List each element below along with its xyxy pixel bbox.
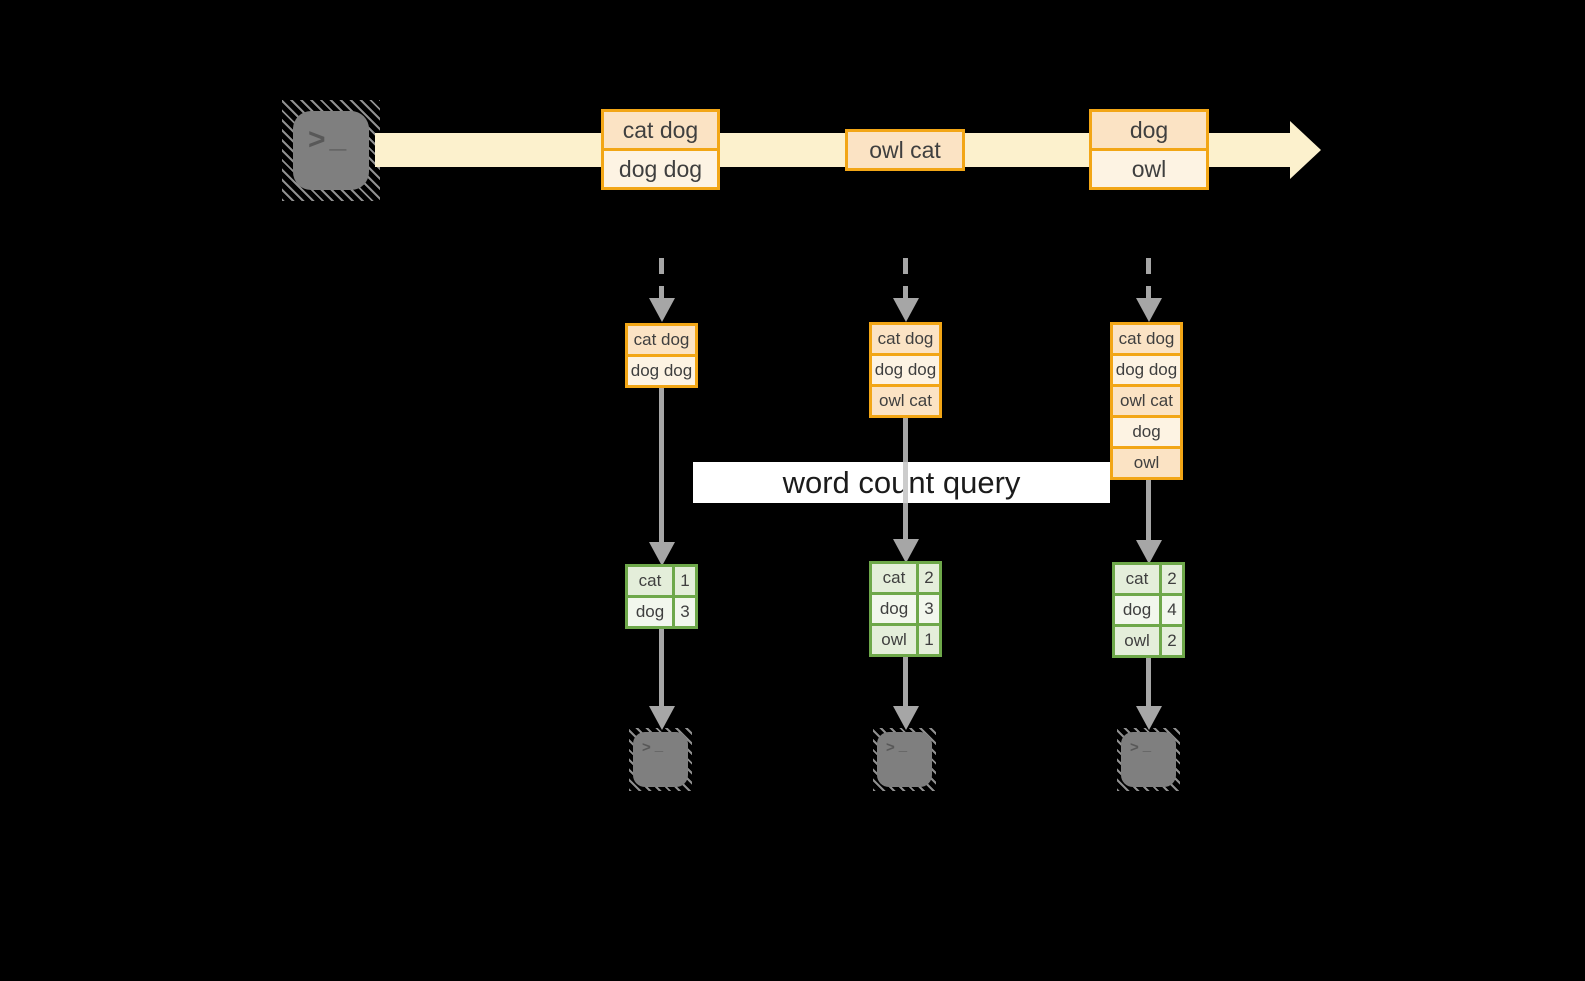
- stream-event-box-3: dog owl: [1089, 109, 1209, 190]
- count-cell: 2: [1162, 565, 1182, 593]
- word-count-table-1: cat 1 dog 3: [625, 564, 698, 629]
- prompt-chevron: >: [642, 739, 651, 756]
- prompt-chevron: >: [886, 739, 895, 756]
- batch-row: cat dog: [1113, 325, 1180, 353]
- batch-row: owl cat: [872, 387, 939, 415]
- prompt-cursor: _: [654, 737, 664, 754]
- word-cell: owl: [1115, 627, 1159, 655]
- sink-terminal-icon-3: >_: [1117, 728, 1180, 791]
- count-cell: 1: [919, 626, 939, 654]
- micro-batch-stack-1: cat dog dog dog: [625, 323, 698, 388]
- word-cell: dog: [628, 598, 672, 626]
- stream-event-line: cat dog: [604, 112, 717, 148]
- flow-arrow-head: [1136, 706, 1162, 730]
- flow-arrow-head: [649, 706, 675, 730]
- table-row: owl 1: [872, 626, 939, 654]
- terminal-prompt-icon: >_: [642, 737, 664, 756]
- stream-event-line: dog: [1092, 112, 1206, 148]
- terminal-screen: >_: [877, 732, 932, 787]
- stream-event-line: dog dog: [604, 151, 717, 187]
- batch-row: dog: [1113, 418, 1180, 446]
- prompt-chevron: >: [308, 123, 326, 156]
- source-terminal-icon: >_: [282, 100, 380, 201]
- table-row: dog 4: [1115, 596, 1182, 624]
- terminal-prompt-icon: >_: [1130, 737, 1152, 756]
- flow-arrow-line: [903, 657, 908, 706]
- dashed-arrow-line: [903, 258, 908, 298]
- batch-row: owl cat: [1113, 387, 1180, 415]
- terminal-prompt-icon: >_: [308, 121, 347, 157]
- word-cell: cat: [628, 567, 672, 595]
- flow-arrow-line: [1146, 480, 1151, 540]
- flow-arrow-head: [1136, 540, 1162, 564]
- dashed-arrow-line: [1146, 258, 1151, 298]
- word-cell: dog: [872, 595, 916, 623]
- prompt-cursor: _: [898, 737, 908, 754]
- micro-batch-stack-2: cat dog dog dog owl cat: [869, 322, 942, 418]
- terminal-screen: >_: [1121, 732, 1176, 787]
- stream-event-box-2: owl cat: [845, 129, 965, 171]
- word-count-table-2: cat 2 dog 3 owl 1: [869, 561, 942, 657]
- batch-row: owl: [1113, 449, 1180, 477]
- flow-arrow-head: [893, 539, 919, 563]
- table-row: cat 1: [628, 567, 695, 595]
- stream-event-line: owl: [1092, 151, 1206, 187]
- count-cell: 3: [919, 595, 939, 623]
- query-label: word count query: [782, 465, 1021, 500]
- terminal-screen: >_: [633, 732, 688, 787]
- count-cell: 4: [1162, 596, 1182, 624]
- dashed-arrow-head: [649, 298, 675, 322]
- terminal-prompt-icon: >_: [886, 737, 908, 756]
- flow-arrow-head: [649, 542, 675, 566]
- stream-event-box-1: cat dog dog dog: [601, 109, 720, 190]
- word-cell: cat: [872, 564, 916, 592]
- sink-terminal-icon-2: >_: [873, 728, 936, 791]
- dashed-arrow-head: [1136, 298, 1162, 322]
- count-cell: 2: [919, 564, 939, 592]
- table-row: dog 3: [628, 598, 695, 626]
- dashed-arrow-head: [893, 298, 919, 322]
- flow-arrow-line: [659, 629, 664, 706]
- flow-arrow-line: [1146, 658, 1151, 706]
- flow-arrow-line: [659, 388, 664, 542]
- prompt-chevron: >: [1130, 739, 1139, 756]
- batch-row: cat dog: [628, 326, 695, 354]
- word-count-table-3: cat 2 dog 4 owl 2: [1112, 562, 1185, 658]
- batch-row: dog dog: [872, 356, 939, 384]
- table-row: cat 2: [872, 564, 939, 592]
- flow-arrow-line-over-banner: [903, 462, 908, 503]
- flow-arrow-head: [893, 706, 919, 730]
- table-row: dog 3: [872, 595, 939, 623]
- sink-terminal-icon-1: >_: [629, 728, 692, 791]
- word-cell: cat: [1115, 565, 1159, 593]
- terminal-screen: >_: [293, 111, 369, 190]
- prompt-cursor: _: [329, 121, 347, 154]
- query-label-banner: word count query: [693, 462, 1110, 503]
- prompt-cursor: _: [1142, 737, 1152, 754]
- table-row: cat 2: [1115, 565, 1182, 593]
- word-cell: dog: [1115, 596, 1159, 624]
- batch-row: dog dog: [628, 357, 695, 385]
- count-cell: 1: [675, 567, 695, 595]
- dashed-arrow-line: [659, 258, 664, 298]
- stream-event-line: owl cat: [848, 132, 962, 168]
- table-row: owl 2: [1115, 627, 1182, 655]
- stream-arrow-head: [1290, 121, 1321, 179]
- batch-row: cat dog: [872, 325, 939, 353]
- micro-batch-stack-3: cat dog dog dog owl cat dog owl: [1110, 322, 1183, 480]
- count-cell: 2: [1162, 627, 1182, 655]
- count-cell: 3: [675, 598, 695, 626]
- word-cell: owl: [872, 626, 916, 654]
- batch-row: dog dog: [1113, 356, 1180, 384]
